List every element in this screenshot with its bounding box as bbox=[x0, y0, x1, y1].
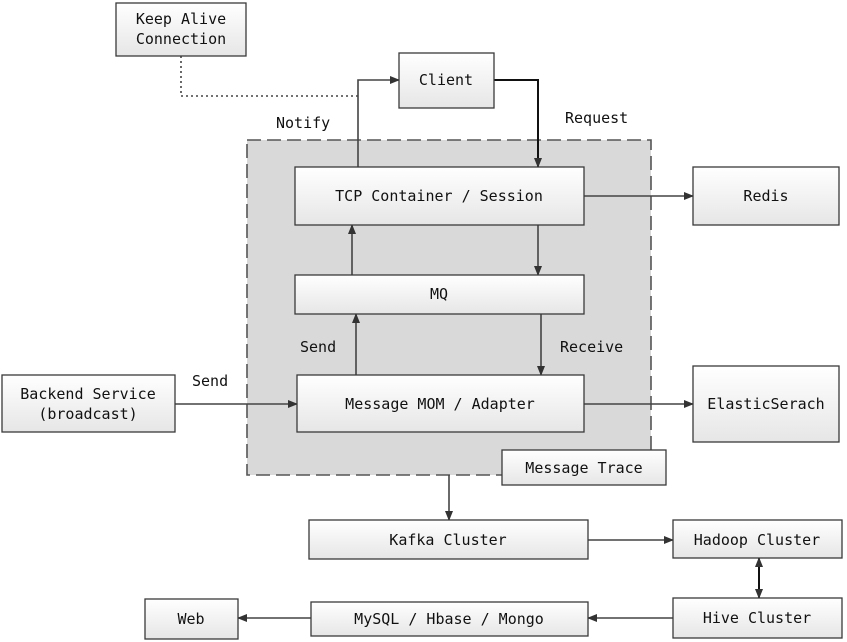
edge-client-to-tcp-request bbox=[494, 79, 542, 168]
label-request: Request bbox=[565, 109, 628, 127]
node-message-mom: Message MOM / Adapter bbox=[296, 374, 585, 433]
node-redis: Redis bbox=[692, 166, 840, 226]
svg-text:Connection: Connection bbox=[136, 30, 226, 48]
node-tcp-container: TCP Container / Session bbox=[294, 166, 585, 226]
svg-text:Message Trace: Message Trace bbox=[525, 459, 642, 477]
node-keep-alive: Keep Alive Connection bbox=[115, 2, 247, 57]
label-receive: Receive bbox=[560, 338, 623, 356]
label-notify: Notify bbox=[276, 114, 330, 132]
svg-text:MySQL / Hbase / Mongo: MySQL / Hbase / Mongo bbox=[354, 610, 544, 628]
svg-text:Kafka Cluster: Kafka Cluster bbox=[389, 531, 506, 549]
node-hive-cluster: Hive Cluster bbox=[672, 597, 843, 639]
svg-text:ElasticSerach: ElasticSerach bbox=[707, 395, 824, 413]
node-web: Web bbox=[144, 598, 239, 640]
svg-text:Keep Alive: Keep Alive bbox=[136, 10, 226, 28]
node-message-trace: Message Trace bbox=[501, 449, 667, 486]
svg-text:MQ: MQ bbox=[430, 285, 448, 303]
node-kafka-cluster: Kafka Cluster bbox=[308, 519, 589, 560]
node-elastic: ElasticSerach bbox=[692, 365, 840, 443]
svg-text:Backend Service: Backend Service bbox=[20, 385, 155, 403]
edge-keepalive-to-client bbox=[180, 56, 358, 97]
svg-text:Hive Cluster: Hive Cluster bbox=[703, 609, 811, 627]
svg-text:TCP Container / Session: TCP Container / Session bbox=[335, 187, 543, 205]
node-hadoop-cluster: Hadoop Cluster bbox=[672, 519, 843, 559]
svg-text:(broadcast): (broadcast) bbox=[38, 405, 137, 423]
node-backend-service: Backend Service (broadcast) bbox=[1, 374, 176, 433]
svg-text:Redis: Redis bbox=[743, 187, 788, 205]
svg-text:Message MOM / Adapter: Message MOM / Adapter bbox=[345, 395, 535, 413]
node-mysql-hbase-mongo: MySQL / Hbase / Mongo bbox=[310, 601, 589, 637]
label-send-backend: Send bbox=[192, 372, 228, 390]
svg-text:Web: Web bbox=[177, 610, 204, 628]
edge-tcp-to-client-notify bbox=[357, 76, 400, 167]
label-send-inner: Send bbox=[300, 338, 336, 356]
svg-text:Hadoop Cluster: Hadoop Cluster bbox=[694, 531, 820, 549]
svg-text:Client: Client bbox=[419, 71, 473, 89]
node-client: Client bbox=[398, 52, 495, 109]
node-mq: MQ bbox=[294, 274, 585, 315]
